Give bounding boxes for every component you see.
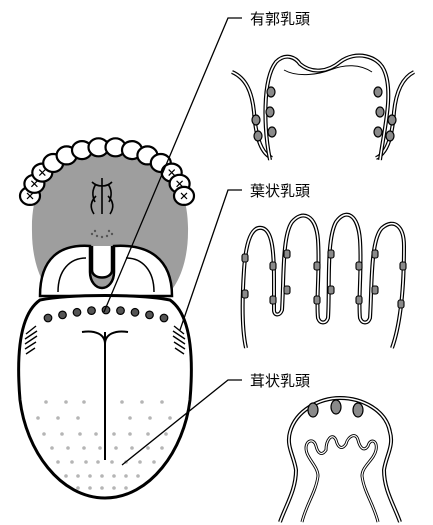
circumvallate-dot [73,309,81,317]
fungiform-dot [160,446,164,450]
fungiform-dot [64,400,68,404]
fungiform-dot [70,460,74,464]
fungiform-dot [94,432,98,436]
fungiform-dot [60,432,64,436]
fungiform-dot [164,432,168,436]
fungiform-dot [56,416,60,420]
tooth [174,187,194,205]
fungiform-dot [88,474,92,478]
fungiform-dot [160,400,164,404]
fungiform-dot [146,432,150,436]
circumvallate-dot [117,307,125,315]
fungiform-dot [42,432,46,436]
fungiform-dot [50,446,54,450]
fungiform-dot [168,416,172,420]
fungiform-dot [120,400,124,404]
fungiform-dot [66,446,70,450]
fungiform-dot [82,446,86,450]
fungiform-dot [124,474,128,478]
fungiform-dot [78,432,82,436]
fungiform-dot [128,432,132,436]
fungiform-dot [98,446,102,450]
circumvallate-dot [88,307,96,315]
label-fungiform-papilla: 茸状乳頭 [250,372,310,390]
fungiform-papilla-illustration [280,398,400,522]
foliate-papilla-illustration [242,215,406,348]
fungiform-dot [76,486,80,490]
circumvallate-dot [44,314,52,322]
fungiform-dot [76,416,80,420]
fungiform-dot [140,400,144,404]
fungiform-dot [124,486,128,490]
fungiform-dot [110,460,114,464]
fungiform-dot [84,460,88,464]
fungiform-dot [112,432,116,436]
label-circumvallate-papilla: 有郭乳頭 [250,10,310,28]
tongue [19,296,192,499]
fungiform-dot [44,400,48,404]
fungiform-dot [100,486,104,490]
circumvallate-dot [146,311,154,319]
fungiform-dot [96,460,100,464]
fungiform-dot [114,446,118,450]
circumvallate-dot [160,314,168,322]
fungiform-dot [128,416,132,420]
circumvallate-papilla-illustration [232,56,414,160]
taste-buds-circumvallate [252,87,396,141]
fungiform-dot [36,416,40,420]
fungiform-dot [56,460,60,464]
circumvallate-dot [131,309,139,317]
fungiform-dot [112,474,116,478]
fungiform-dot [64,474,68,478]
oral-cavity [20,138,194,300]
fungiform-dot [152,460,156,464]
label-foliate-papilla: 葉状乳頭 [250,182,310,200]
fungiform-dot [76,474,80,478]
fungiform-dot [100,474,104,478]
uvula [92,246,112,278]
fungiform-dot [130,446,134,450]
fungiform-dot [112,486,116,490]
fungiform-dot [88,486,92,490]
fungiform-dot [82,400,86,404]
leader-foliate [180,190,242,330]
fungiform-dot [146,446,150,450]
fungiform-dot [136,474,140,478]
fungiform-dot [138,460,142,464]
fungiform-dot [148,416,152,420]
circumvallate-dot [59,311,67,319]
taste-buds-foliate [242,250,406,308]
